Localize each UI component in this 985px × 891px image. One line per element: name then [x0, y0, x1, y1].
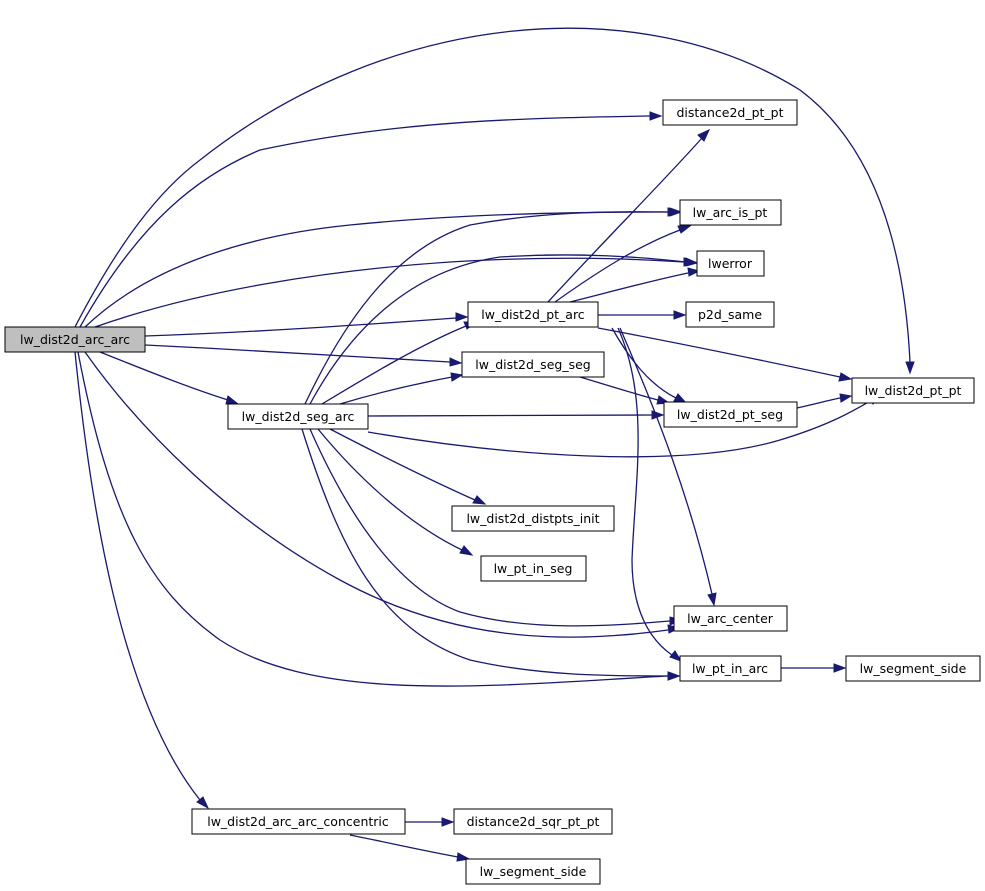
- node-p2d-same[interactable]: p2d_same: [685, 301, 775, 328]
- edge-seg-arc-to-arc-is-pt: [304, 207, 683, 405]
- edge-pt-in-arc-to-segment-side: [780, 663, 847, 673]
- edge-seg-arc-to-pt-in-arc: [301, 428, 681, 681]
- edge-root-to-seg-arc: [99, 351, 240, 405]
- edge-pt-seg-to-pt-pt: [796, 393, 853, 409]
- svg-text:lw_dist2d_arc_arc_concentric: lw_dist2d_arc_arc_concentric: [207, 814, 389, 829]
- node-lw-arc-is-pt[interactable]: lw_arc_is_pt: [679, 199, 782, 226]
- svg-text:lw_arc_center: lw_arc_center: [687, 611, 774, 626]
- edge-root-to-arc-center: [84, 351, 681, 638]
- node-lw-pt-in-arc[interactable]: lw_pt_in_arc: [679, 655, 782, 682]
- node-lwerror[interactable]: lwerror: [696, 250, 765, 277]
- edge-seg-arc-to-pt-in-seg: [317, 428, 474, 556]
- node-lw-dist2d-pt-pt[interactable]: lw_dist2d_pt_pt: [851, 377, 975, 404]
- edge-root-to-pt-pt-top: [74, 27, 915, 375]
- edge-pt-arc-to-p2d-same: [598, 310, 687, 320]
- edge-seg-arc-to-lwerror: [309, 254, 699, 405]
- node-distance2d-pt-pt[interactable]: distance2d_pt_pt: [662, 99, 798, 126]
- edge-seg-arc-to-distpts-init: [329, 428, 487, 505]
- call-graph-nodes: lw_dist2d_arc_arc lw_dist2d_seg_arc lw_d…: [4, 99, 981, 885]
- node-lw-dist2d-arc-arc[interactable]: lw_dist2d_arc_arc: [4, 326, 146, 353]
- svg-text:lw_dist2d_seg_arc: lw_dist2d_seg_arc: [242, 409, 355, 424]
- edge-seg-seg-to-pt-seg: [579, 376, 671, 405]
- edge-seg-arc-to-pt-seg: [367, 410, 665, 420]
- edge-root-to-pt-arc: [144, 312, 469, 337]
- edge-seg-arc-to-seg-seg: [339, 372, 464, 405]
- svg-text:lw_dist2d_pt_seg: lw_dist2d_pt_seg: [677, 407, 783, 422]
- node-lw-segment-side-1[interactable]: lw_segment_side: [845, 655, 981, 682]
- svg-text:lw_pt_in_arc: lw_pt_in_arc: [692, 661, 768, 676]
- edge-pt-arc-to-pt-in-arc: [617, 327, 683, 662]
- svg-text:lwerror: lwerror: [708, 256, 753, 271]
- node-lw-dist2d-pt-arc[interactable]: lw_dist2d_pt_arc: [467, 301, 599, 328]
- svg-text:lw_segment_side: lw_segment_side: [860, 661, 967, 676]
- edge-root-to-arc-arc-concentric: [74, 351, 210, 810]
- node-lw-pt-in-seg[interactable]: lw_pt_in_seg: [480, 555, 587, 582]
- svg-text:p2d_same: p2d_same: [698, 307, 762, 322]
- svg-text:lw_arc_is_pt: lw_arc_is_pt: [693, 205, 768, 220]
- edge-root-to-distance2d-pt-pt: [79, 111, 663, 328]
- edge-pt-arc-to-arc-is-pt: [554, 225, 692, 303]
- svg-text:lw_pt_in_seg: lw_pt_in_seg: [494, 561, 573, 576]
- edge-seg-arc-to-pt-pt: [367, 394, 883, 458]
- call-graph-edges: [74, 27, 915, 862]
- edge-pt-arc-to-arc-center: [619, 327, 717, 607]
- node-lw-segment-side-2[interactable]: lw_segment_side: [465, 858, 601, 885]
- node-distance2d-sqr-pt-pt[interactable]: distance2d_sqr_pt_pt: [453, 808, 613, 835]
- svg-text:lw_dist2d_pt_pt: lw_dist2d_pt_pt: [865, 383, 962, 398]
- node-lw-arc-center[interactable]: lw_arc_center: [673, 605, 788, 632]
- node-lw-dist2d-arc-arc-concentric[interactable]: lw_dist2d_arc_arc_concentric: [191, 808, 406, 835]
- svg-text:distance2d_sqr_pt_pt: distance2d_sqr_pt_pt: [467, 814, 600, 829]
- svg-text:lw_dist2d_seg_seg: lw_dist2d_seg_seg: [475, 357, 590, 372]
- edge-concentric-to-distance2d-sqr-pt-pt: [404, 817, 455, 827]
- svg-text:lw_dist2d_pt_arc: lw_dist2d_pt_arc: [481, 307, 585, 322]
- node-lw-dist2d-seg-arc[interactable]: lw_dist2d_seg_arc: [227, 403, 369, 430]
- edge-concentric-to-segment-side: [349, 834, 471, 862]
- edge-pt-arc-to-pt-pt: [597, 327, 853, 382]
- svg-text:lw_dist2d_arc_arc: lw_dist2d_arc_arc: [20, 332, 130, 347]
- node-lw-dist2d-seg-seg[interactable]: lw_dist2d_seg_seg: [461, 351, 605, 378]
- node-lw-dist2d-pt-seg[interactable]: lw_dist2d_pt_seg: [663, 401, 798, 428]
- svg-text:distance2d_pt_pt: distance2d_pt_pt: [676, 105, 783, 120]
- edge-root-to-seg-seg: [144, 344, 463, 367]
- edge-pt-arc-to-lwerror: [569, 267, 701, 303]
- svg-text:lw_dist2d_distpts_init: lw_dist2d_distpts_init: [466, 511, 599, 526]
- node-lw-dist2d-distpts-init[interactable]: lw_dist2d_distpts_init: [451, 505, 615, 532]
- svg-text:lw_segment_side: lw_segment_side: [480, 864, 587, 879]
- edge-pt-arc-to-distance2d-pt-pt: [547, 128, 711, 303]
